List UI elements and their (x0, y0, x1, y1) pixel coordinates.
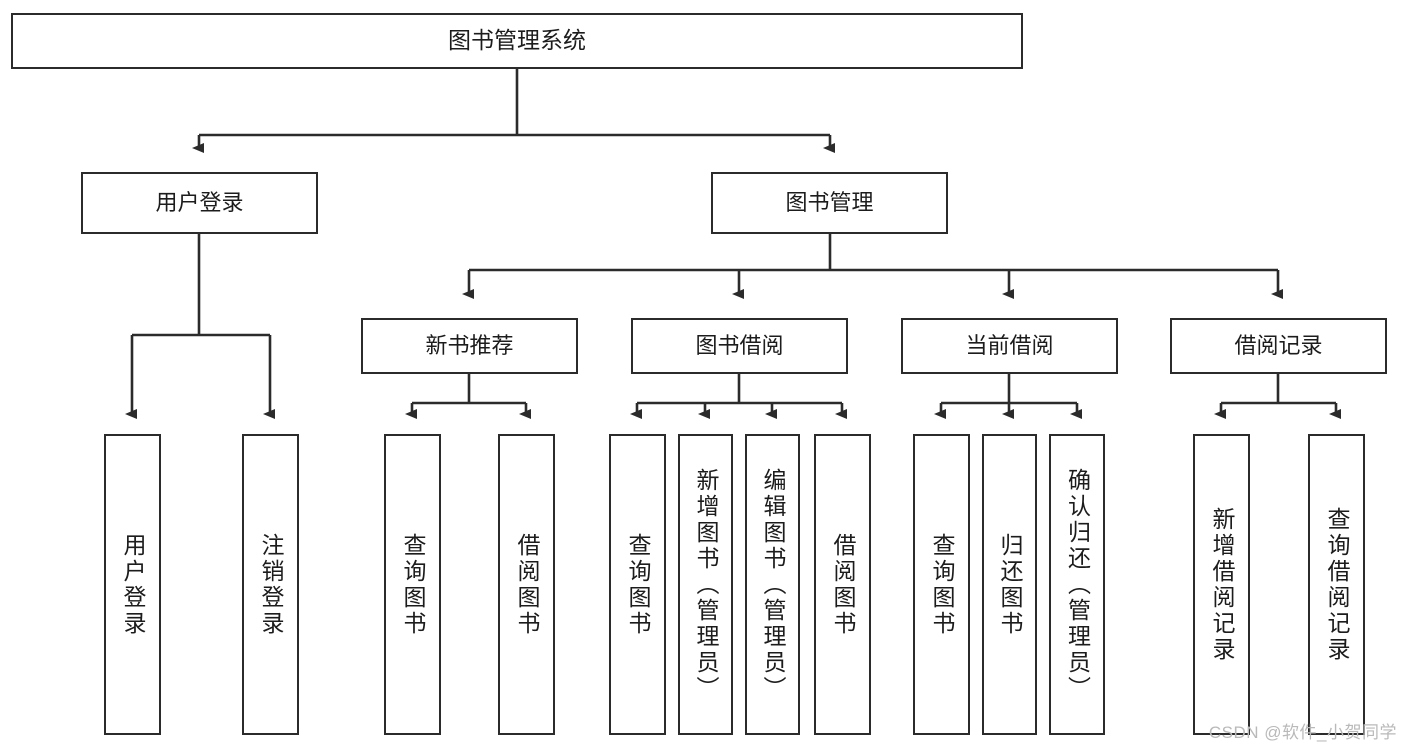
node-leaf-add-record[interactable]: 新增借阅记录 (1193, 434, 1250, 735)
node-current-borrow[interactable]: 当前借阅 (901, 318, 1118, 374)
node-label: 查询图书 (929, 532, 955, 637)
node-borrow-record[interactable]: 借阅记录 (1170, 318, 1387, 374)
node-label: 借阅图书 (830, 532, 856, 637)
csdn-watermark: CSDN @软件_小贺同学 (1208, 723, 1397, 742)
node-leaf-return-book[interactable]: 归还图书 (982, 434, 1037, 735)
node-label: 查询图书 (625, 532, 651, 637)
node-leaf-add-book[interactable]: 新增图书（管理员） (678, 434, 733, 735)
node-label: 借阅记录 (1234, 333, 1323, 359)
node-label: 图书管理系统 (448, 27, 586, 54)
node-root-system[interactable]: 图书管理系统 (11, 13, 1023, 69)
node-label: 归还图书 (997, 532, 1023, 637)
node-leaf-borrow-book-2[interactable]: 借阅图书 (814, 434, 871, 735)
node-label: 当前借阅 (965, 333, 1054, 359)
node-label: 查询图书 (400, 532, 426, 637)
node-leaf-borrow-book-1[interactable]: 借阅图书 (498, 434, 555, 735)
node-label: 图书管理 (785, 190, 874, 216)
node-leaf-confirm-return[interactable]: 确认归还（管理员） (1049, 434, 1105, 735)
node-new-book-recommend[interactable]: 新书推荐 (361, 318, 578, 374)
node-leaf-user-login[interactable]: 用户登录 (104, 434, 161, 735)
node-label: 用户登录 (120, 532, 146, 637)
node-user-login[interactable]: 用户登录 (81, 172, 318, 234)
node-leaf-query-record[interactable]: 查询借阅记录 (1308, 434, 1365, 735)
node-leaf-edit-book[interactable]: 编辑图书（管理员） (745, 434, 800, 735)
node-label: 图书借阅 (695, 333, 784, 359)
node-label: 新书推荐 (425, 333, 514, 359)
node-leaf-query-book-3[interactable]: 查询图书 (913, 434, 970, 735)
node-book-borrow[interactable]: 图书借阅 (631, 318, 848, 374)
node-label: 新增借阅记录 (1209, 506, 1235, 663)
node-leaf-query-book-1[interactable]: 查询图书 (384, 434, 441, 735)
node-label: 新增图书（管理员） (693, 467, 719, 702)
node-label: 确认归还（管理员） (1064, 467, 1091, 702)
node-label: 注销登录 (258, 532, 284, 637)
node-book-manage[interactable]: 图书管理 (711, 172, 948, 234)
node-label: 用户登录 (155, 190, 244, 216)
node-label: 编辑图书（管理员） (760, 467, 786, 702)
node-label: 查询借阅记录 (1324, 506, 1350, 663)
node-leaf-logout-login[interactable]: 注销登录 (242, 434, 299, 735)
node-label: 借阅图书 (514, 532, 540, 637)
node-leaf-query-book-2[interactable]: 查询图书 (609, 434, 666, 735)
